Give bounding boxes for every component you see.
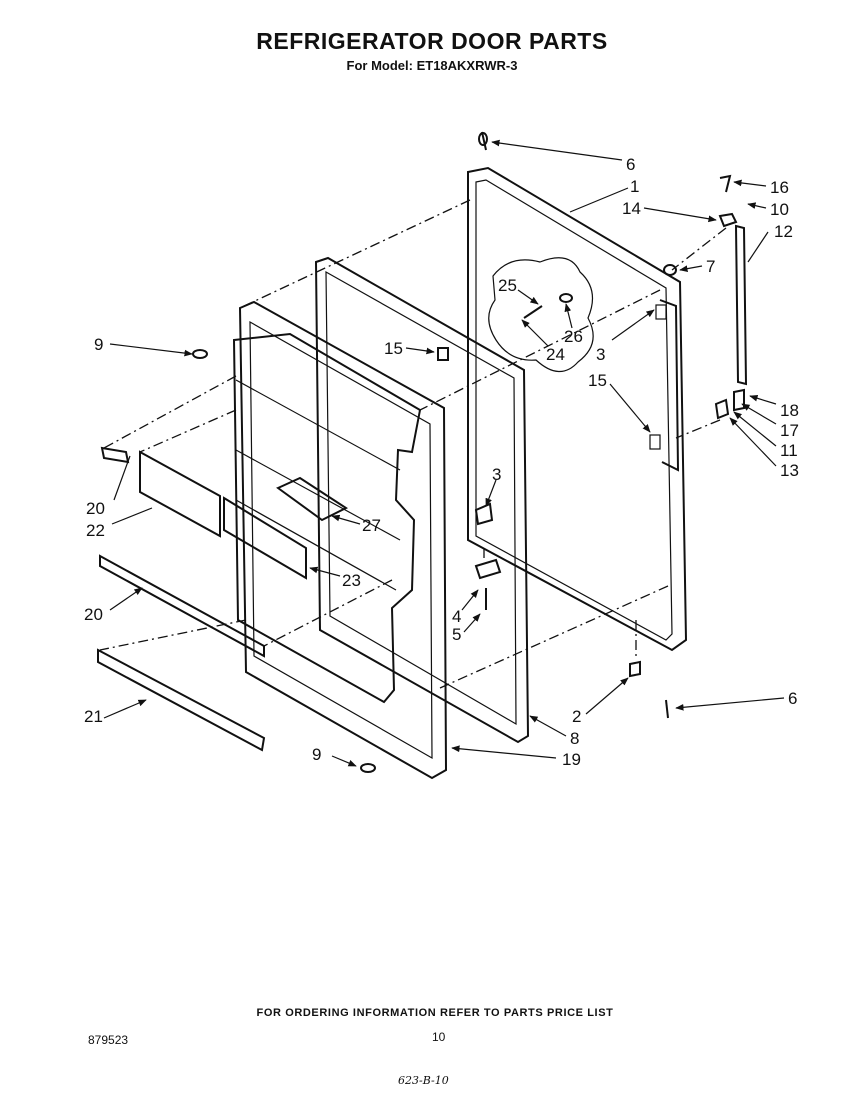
callout-25: 25 [498,276,517,295]
callout-9: 9 [312,745,321,764]
callout-22: 22 [86,521,105,540]
hinge-hardware [192,131,748,773]
callout-21: 21 [84,707,103,726]
callout-27: 27 [362,516,381,535]
inner-door-liner [232,300,448,780]
callout-24: 24 [546,345,565,364]
callout-20: 20 [86,499,105,518]
page-number: 10 [432,1030,446,1044]
callout-10: 10 [770,200,789,219]
callout-3: 3 [596,345,605,364]
callout-4: 4 [452,607,461,626]
callout-14: 14 [622,199,641,218]
alignment-lines [99,199,727,689]
callout-6: 6 [788,689,797,708]
leader-lines [103,139,785,767]
outer-door-panel [467,166,688,652]
callout-20: 20 [84,605,103,624]
callout-15: 15 [588,371,607,390]
callout-23: 23 [342,571,361,590]
model-subtitle: For Model: ET18AKXRWR-3 [346,58,518,73]
callout-8: 8 [570,729,579,748]
callout-13: 13 [780,461,799,480]
diagram-number: 879523 [88,1033,129,1047]
callout-3: 3 [492,465,501,484]
callout-labels: 6 1 16 14 10 12 7 25 26 24 9 15 3 15 18 … [84,155,799,769]
callout-5: 5 [452,625,461,644]
callout-1: 1 [630,177,639,196]
shelf-parts [97,446,307,752]
callout-11: 11 [780,441,798,460]
callout-6: 6 [626,155,635,174]
callout-19: 19 [562,750,581,769]
callout-26: 26 [564,327,583,346]
handwritten-note: 623-B-10 [398,1074,449,1087]
callout-18: 18 [780,401,799,420]
cutaway-insulation [488,257,594,373]
callout-2: 2 [572,707,581,726]
callout-12: 12 [774,222,793,241]
callout-9: 9 [94,335,103,354]
page-title: REFRIGERATOR DOOR PARTS [256,28,608,54]
callout-15: 15 [384,339,403,358]
callout-7: 7 [706,257,715,276]
callout-17: 17 [780,421,799,440]
ordering-note: FOR ORDERING INFORMATION REFER TO PARTS … [256,1007,614,1019]
door-gasket [314,256,530,744]
callout-16: 16 [770,178,789,197]
